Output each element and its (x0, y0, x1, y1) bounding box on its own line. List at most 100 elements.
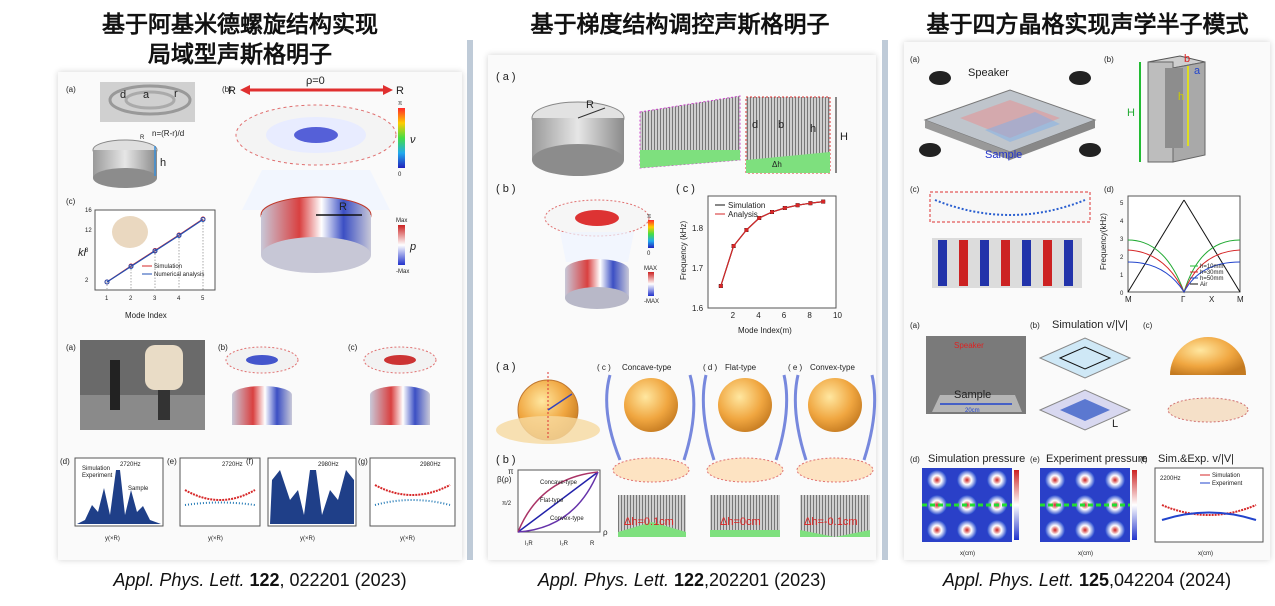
col3-a-letter: a (1194, 65, 1201, 77)
col1-minmax: -Max (396, 269, 409, 275)
col3-H: H (1127, 107, 1135, 119)
meron-stripe (1022, 240, 1031, 286)
cutaway-base (640, 150, 740, 168)
col2-max: MAX (644, 266, 657, 272)
col3-f2200: 2200Hz (1160, 476, 1181, 482)
heat-spot (987, 520, 1007, 540)
sim-texture-b-core (246, 355, 278, 365)
vector-exp-e (184, 501, 256, 506)
col2-row2-a: ( a ) (496, 361, 516, 373)
flat-texture (706, 457, 784, 483)
citation-col1: Appl. Phys. Lett. 122, 022201 (2023) (58, 570, 462, 591)
convex-texture (796, 457, 874, 483)
exp-colorbar (1132, 470, 1137, 540)
flat-arrow-right (774, 374, 789, 461)
sim-texture-c-core (384, 355, 416, 365)
gradient-pressure-bottom (565, 287, 629, 309)
col1-b-R-left: R (228, 85, 236, 97)
band-y-tick: 1 (1120, 273, 1124, 279)
band-x-tick: X (1209, 295, 1215, 304)
simexp-chart (1154, 467, 1264, 543)
col1-y-R-f: y(×R) (300, 536, 315, 542)
band-legend-label: h=50mm (1200, 276, 1224, 282)
sample-photo (112, 216, 148, 248)
col1-row3-f: (f) (246, 457, 254, 466)
freq-x-tick: 8 (807, 311, 812, 320)
freq-point-circle (731, 244, 736, 248)
col2-d: d (752, 119, 758, 131)
col3-label-a: (a) (910, 55, 920, 64)
skyrmion-pressure-bottom (261, 237, 371, 273)
col2-freq-axis: Frequency (kHz) (679, 221, 688, 280)
heat-spot (957, 470, 977, 490)
col1-leg-experiment-d: Experiment (82, 473, 113, 479)
col2-row2-e: ( e ) (788, 363, 803, 372)
band-x-tick: M (1125, 295, 1132, 304)
col2-minmax: -MAX (644, 299, 659, 305)
col1-r-prime: R (140, 135, 145, 141)
col3-x-cm-d: x(cm) (960, 551, 975, 557)
col3-simexp: Sim.&Exp. v/|V| (1158, 453, 1234, 465)
col3-b-letter: b (1184, 53, 1190, 65)
heat-spot (1075, 470, 1095, 490)
col1-n-formula: n=(R-r)/d (152, 129, 184, 138)
freq-point-circle (770, 210, 774, 214)
meron-pressure-stripes (938, 240, 1073, 286)
band-y-tick: 5 (1120, 201, 1124, 207)
col1-zero: 0 (398, 172, 402, 178)
column2-title: 基于梯度结构调控声斯格明子 (530, 11, 830, 38)
kl-point (104, 279, 110, 285)
col1-p: p (409, 241, 416, 253)
col2-panel-a: ( a ) R d b h H Δh (496, 71, 848, 176)
band-x-tick: Γ (1181, 295, 1186, 304)
vector-chart-g (369, 457, 456, 527)
col1-row2-b: (b) (218, 343, 228, 352)
col3-sample2: Sample (954, 389, 991, 401)
freq-y-tick: 1.8 (692, 224, 704, 233)
band-y-tick: 3 (1120, 237, 1124, 243)
col2-r3: R (590, 541, 595, 547)
kl-point (176, 233, 182, 238)
col3-speaker2: Speaker (954, 341, 984, 350)
col2-row2-c: ( c ) (597, 363, 611, 372)
heat-spot (1045, 520, 1065, 540)
band-y-tick: 2 (1120, 255, 1124, 261)
citation-col1-volume: 122 (249, 570, 280, 590)
meron-stripe (1064, 240, 1073, 286)
gradient-skyrmion-core (575, 210, 619, 226)
freq-x-tick: 6 (782, 311, 787, 320)
meron-stripe (980, 240, 989, 286)
convex-arrow-left (793, 374, 808, 461)
freq-x-tick: 10 (833, 311, 842, 320)
citation-col3-volume: 125 (1078, 570, 1110, 590)
speaker-icon-1 (929, 71, 951, 85)
heat-spot (1105, 470, 1125, 490)
col1-row3-d: (d) (60, 457, 70, 466)
col1-colorbar-nu (398, 108, 405, 168)
col3-label-c: (c) (910, 185, 920, 194)
col3-x-cm-f: x(cm) (1198, 551, 1213, 557)
concave-arrow-right (682, 374, 696, 461)
citation-col3-rest: ,042204 (2024) (1109, 570, 1232, 590)
col1-label-c: (c) (66, 197, 76, 206)
kl-x-tick: 3 (153, 296, 157, 302)
concave-sphere (624, 378, 678, 432)
col1-sample: Sample (128, 486, 149, 492)
freq-point-circle (821, 199, 826, 204)
kl-y-tick: 16 (85, 208, 92, 214)
freq-point-circle (808, 201, 813, 206)
col1-nu: ν (410, 134, 416, 146)
freq-point-circle (744, 228, 749, 232)
col1-a-letter: a (143, 89, 150, 101)
col2-dh: Δh (772, 160, 782, 169)
freq-x-tick: 4 (756, 311, 761, 320)
citation-col2-volume: 122 (673, 570, 705, 590)
col1-row3: (d) 2720Hz Simulation Experiment Sample … (60, 457, 456, 542)
col3-sim-p: Simulation pressure (928, 453, 1025, 465)
band-y-tick: 0 (1120, 291, 1124, 297)
convex-structure (800, 495, 870, 537)
